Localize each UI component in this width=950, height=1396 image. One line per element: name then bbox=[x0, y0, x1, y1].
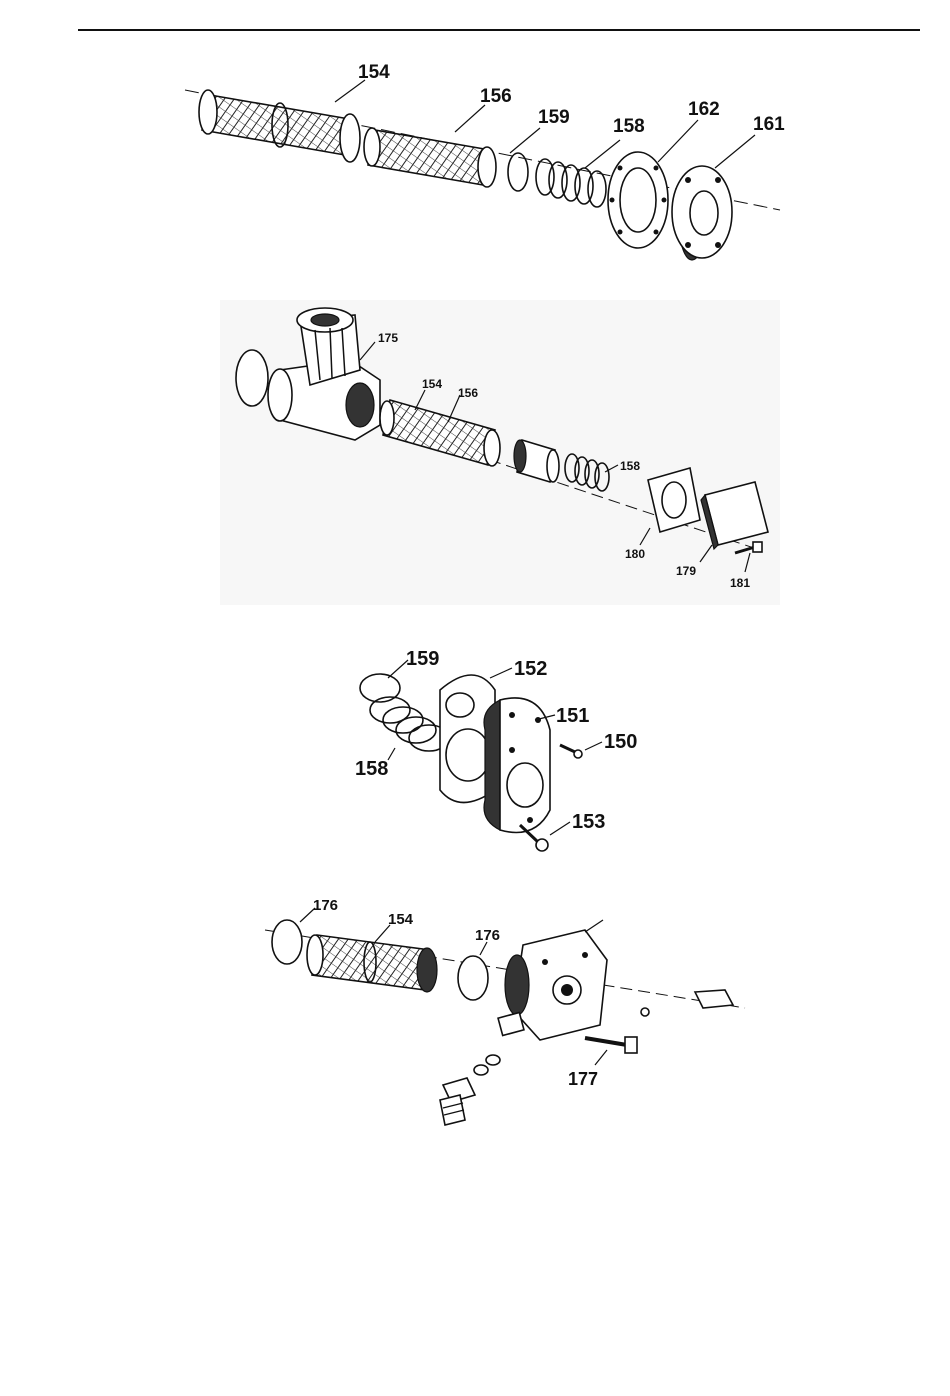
callout-label: 179 bbox=[676, 564, 696, 578]
part-176-gasket bbox=[458, 956, 488, 1000]
figure-3-drawing: 159 152 151 150 158 153 bbox=[340, 630, 660, 860]
callout-label: 154 bbox=[388, 911, 414, 928]
part-150-screw bbox=[560, 745, 582, 758]
figure-1-filter-exploded-view: 154 156 159 158 162 161 bbox=[180, 50, 810, 270]
figure-3-cover-plate-exploded-view: 159 152 151 150 158 153 bbox=[340, 630, 660, 860]
callout-label: 150 bbox=[604, 731, 637, 753]
callout-label: 158 bbox=[355, 758, 388, 780]
part-180-gasket bbox=[648, 468, 700, 532]
callout-label: 156 bbox=[480, 86, 512, 107]
callout-label: 181 bbox=[730, 576, 750, 590]
part-162-gasket bbox=[608, 152, 668, 248]
figure-1-drawing: 154 156 159 158 162 161 bbox=[180, 50, 810, 270]
gasket-left bbox=[236, 350, 268, 406]
part-154-156-screens bbox=[380, 400, 500, 466]
callout-label: 161 bbox=[753, 114, 785, 135]
part-161-cover bbox=[672, 166, 732, 260]
part-176-gasket bbox=[272, 920, 302, 964]
callout-label: 152 bbox=[514, 658, 547, 680]
part-159-snap-ring bbox=[508, 153, 528, 191]
part-154-screen bbox=[307, 935, 437, 992]
part-175-housing bbox=[268, 308, 380, 440]
callout-label: 158 bbox=[613, 116, 645, 137]
header-rule bbox=[78, 29, 920, 31]
callout-label: 162 bbox=[688, 99, 720, 120]
part-158-spring bbox=[536, 159, 606, 207]
callout-label: 154 bbox=[422, 377, 442, 391]
callout-label: 176 bbox=[313, 897, 338, 914]
figure-2-drawing: 175 154 156 158 180 179 181 bbox=[220, 300, 780, 605]
callout-label: 177 bbox=[568, 1069, 598, 1089]
callout-label: 158 bbox=[620, 459, 640, 473]
pump-body bbox=[498, 920, 607, 1040]
callout-label: 151 bbox=[556, 705, 589, 727]
valve-body bbox=[514, 440, 559, 482]
figure-4-pump-exploded-view: 176 154 176 177 bbox=[255, 890, 765, 1135]
part-156-screen bbox=[364, 128, 496, 187]
callout-label: 180 bbox=[625, 547, 645, 561]
plug-and-washers bbox=[440, 1055, 500, 1125]
part-158-spring bbox=[370, 697, 449, 751]
callout-label: 153 bbox=[572, 811, 605, 833]
callout-label: 156 bbox=[458, 386, 478, 400]
part-158-spring bbox=[565, 454, 609, 491]
figure-2-housing-exploded-view: 175 154 156 158 180 179 181 bbox=[220, 300, 780, 605]
part-181-bolt bbox=[735, 542, 762, 553]
part-177-bolt bbox=[585, 1037, 637, 1053]
callout-label: 154 bbox=[358, 62, 390, 83]
callout-label: 176 bbox=[475, 927, 500, 944]
fitting bbox=[641, 990, 733, 1016]
callout-label: 159 bbox=[406, 648, 439, 670]
part-179-cover bbox=[701, 482, 768, 549]
figure-4-drawing: 176 154 176 177 bbox=[255, 890, 765, 1135]
callout-label: 159 bbox=[538, 107, 570, 128]
callout-label: 175 bbox=[378, 331, 398, 345]
